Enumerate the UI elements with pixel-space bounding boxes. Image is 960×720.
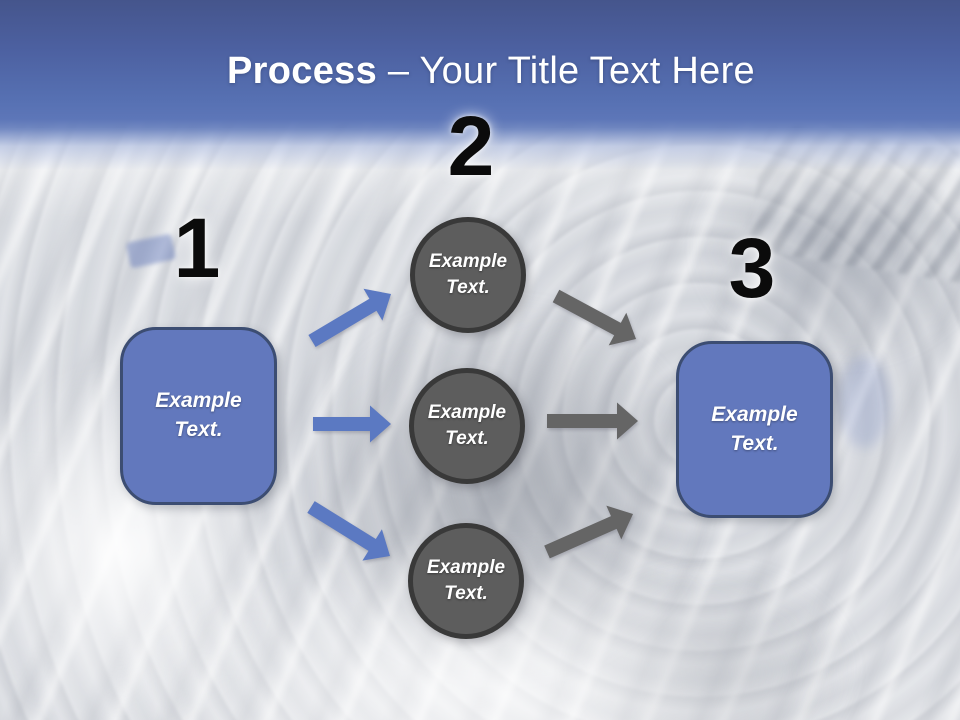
gray-arrow-from-middle-circle	[547, 402, 638, 440]
step-number-2: 2	[447, 99, 495, 193]
title-keyword: Process	[227, 50, 377, 92]
step-number-1: 1	[173, 201, 221, 295]
photo-blue-tint-right	[838, 356, 890, 448]
slide-title: Process – Your Title Text Here	[0, 50, 960, 93]
circle-middle-label: Example Text.	[427, 402, 507, 449]
gray-arrow-from-bottom-circle	[544, 505, 633, 559]
process-circle-bottom: Example Text.	[408, 523, 524, 639]
process-circle-top: Example Text.	[410, 217, 526, 333]
step3-box-label: Example Text.	[711, 402, 798, 455]
blue-arrow-to-bottom-circle	[307, 501, 390, 561]
step1-rounded-box: Example Text.	[120, 327, 277, 505]
gray-arrow-from-top-circle	[552, 289, 636, 346]
title-text: – Your Title Text Here	[387, 50, 755, 92]
blue-arrow-to-top-circle	[308, 288, 391, 347]
circle-bottom-label: Example Text.	[426, 557, 506, 604]
process-circle-middle: Example Text.	[409, 368, 525, 484]
step3-rounded-box: Example Text.	[676, 341, 833, 518]
blue-arrow-to-middle-circle	[313, 405, 391, 443]
title-bar	[0, 0, 960, 170]
circle-top-label: Example Text.	[428, 251, 508, 298]
step-number-3: 3	[728, 221, 776, 315]
step1-box-label: Example Text.	[155, 389, 242, 441]
